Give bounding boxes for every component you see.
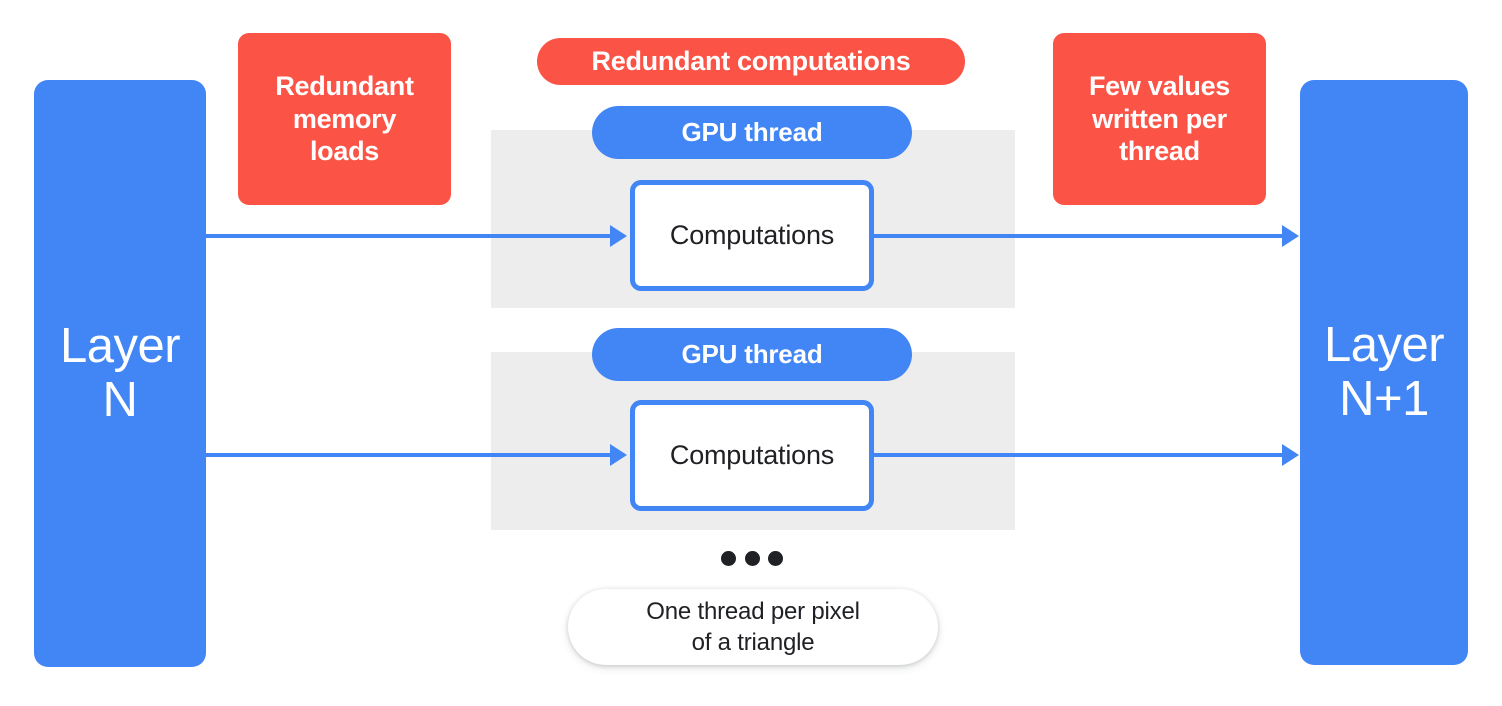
callout-redundant-computations: Redundant computations (537, 38, 965, 85)
connector-layer-n-to-thread-2 (206, 453, 612, 457)
ellipsis-dot-1 (721, 550, 736, 566)
callout-few-values-written-per-thread: Few values written per thread (1053, 33, 1266, 205)
connector-thread-2-to-layer-n1 (874, 453, 1284, 457)
arrow-head-into-layer-n1-row-1 (1282, 225, 1299, 247)
ellipsis-dots-icon (721, 550, 783, 566)
arrow-head-into-computations-1 (610, 225, 627, 247)
connector-layer-n-to-thread-1 (206, 234, 612, 238)
connector-thread-1-to-layer-n1 (874, 234, 1284, 238)
arrow-head-into-computations-2 (610, 444, 627, 466)
computations-box-1: Computations (630, 180, 874, 291)
gpu-thread-label-2: GPU thread (592, 328, 912, 381)
arrow-head-into-layer-n1-row-2 (1282, 444, 1299, 466)
ellipsis-dot-3 (768, 550, 783, 566)
computations-box-2: Computations (630, 400, 874, 511)
callout-redundant-memory-loads: Redundant memory loads (238, 33, 451, 205)
gpu-thread-label-1: GPU thread (592, 106, 912, 159)
layer-n-block: Layer N (34, 80, 206, 667)
ellipsis-dot-2 (744, 550, 760, 566)
caption-one-thread-per-pixel: One thread per pixel of a triangle (568, 589, 938, 665)
layer-n-plus-1-block: Layer N+1 (1300, 80, 1468, 665)
